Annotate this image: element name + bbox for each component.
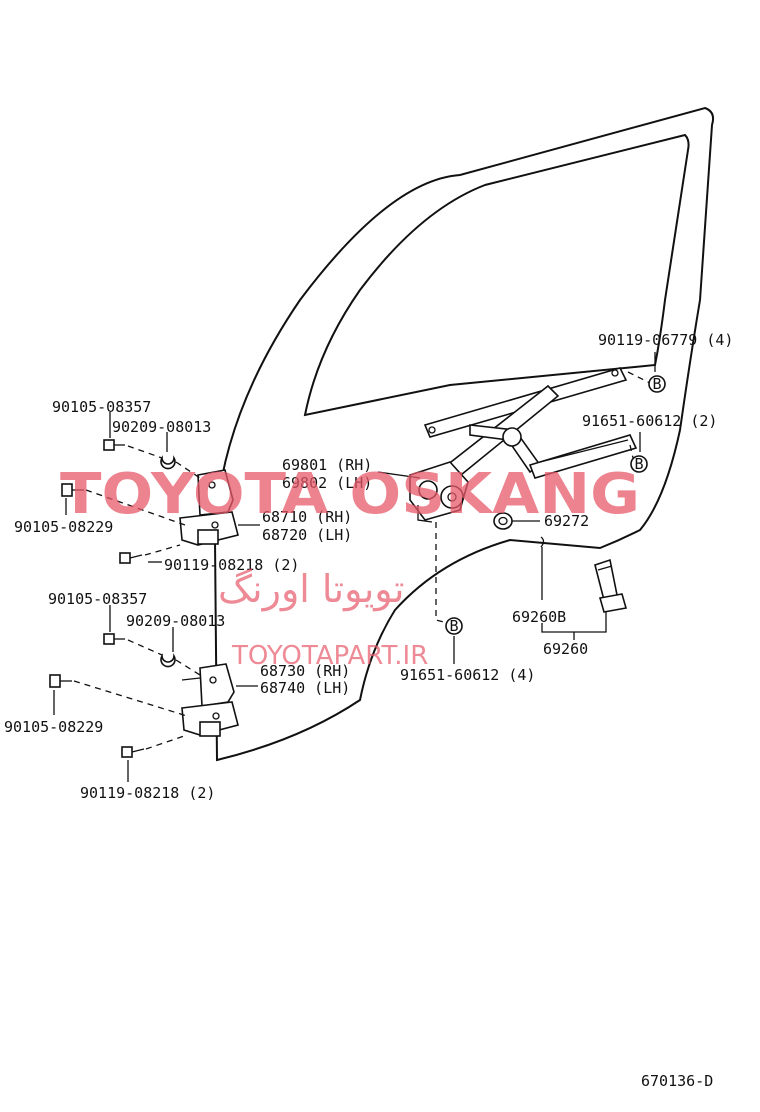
svg-text:B: B <box>449 617 458 635</box>
label-69260: 69260 <box>543 640 588 658</box>
label-90105-08357-lower: 90105-08357 <box>48 590 147 608</box>
lower-hinge <box>181 663 239 737</box>
marker-b-2: B <box>630 455 648 473</box>
label-68730: 68730 (RH) <box>260 662 350 680</box>
label-90105-08229-upper: 90105-08229 <box>14 518 113 536</box>
label-91651-60612-4: 91651-60612 (4) <box>400 666 535 684</box>
label-90119-08218-lower: 90119-08218 (2) <box>80 784 215 802</box>
label-69272: 69272 <box>544 512 589 530</box>
svg-text:B: B <box>652 375 661 393</box>
label-68720: 68720 (LH) <box>262 526 352 544</box>
callout-labels: 90119-06779 (4) 91651-60612 (2) 69801 (R… <box>4 331 733 802</box>
window-regulator <box>409 367 638 523</box>
marker-b-3: B <box>445 617 463 635</box>
label-68710: 68710 (RH) <box>262 508 352 526</box>
label-69801: 69801 (RH) <box>282 456 372 474</box>
diagram-code: 670136-D <box>641 1072 713 1090</box>
label-90209-08013-lower: 90209-08013 <box>126 612 225 630</box>
watermark-persian: تویوتا اورنگ <box>218 567 405 612</box>
watermark-site: TOYOTAPART.IR <box>231 641 428 671</box>
door-outline <box>213 106 715 762</box>
svg-text:B: B <box>634 455 643 473</box>
solid-leaders <box>53 352 656 782</box>
label-90105-08357-upper: 90105-08357 <box>52 398 151 416</box>
label-68740: 68740 (LH) <box>260 679 350 697</box>
watermark-brand: TOYOTA OSKANG <box>60 462 640 527</box>
label-90119-08218-upper: 90119-08218 (2) <box>164 556 299 574</box>
label-90119-06779: 90119-06779 (4) <box>598 331 733 349</box>
fasteners <box>49 439 176 758</box>
marker-b-1: B <box>648 375 666 393</box>
label-91651-60612-2: 91651-60612 (2) <box>582 412 717 430</box>
label-90209-08013-upper: 90209-08013 <box>112 418 211 436</box>
label-90105-08229-lower: 90105-08229 <box>4 718 103 736</box>
upper-hinge <box>179 469 239 546</box>
clip-69260B <box>540 536 545 548</box>
window-handle <box>594 558 628 613</box>
label-69802: 69802 (LH) <box>282 474 372 492</box>
dashed-leaders <box>73 371 651 750</box>
label-69260B: 69260B <box>512 608 566 626</box>
